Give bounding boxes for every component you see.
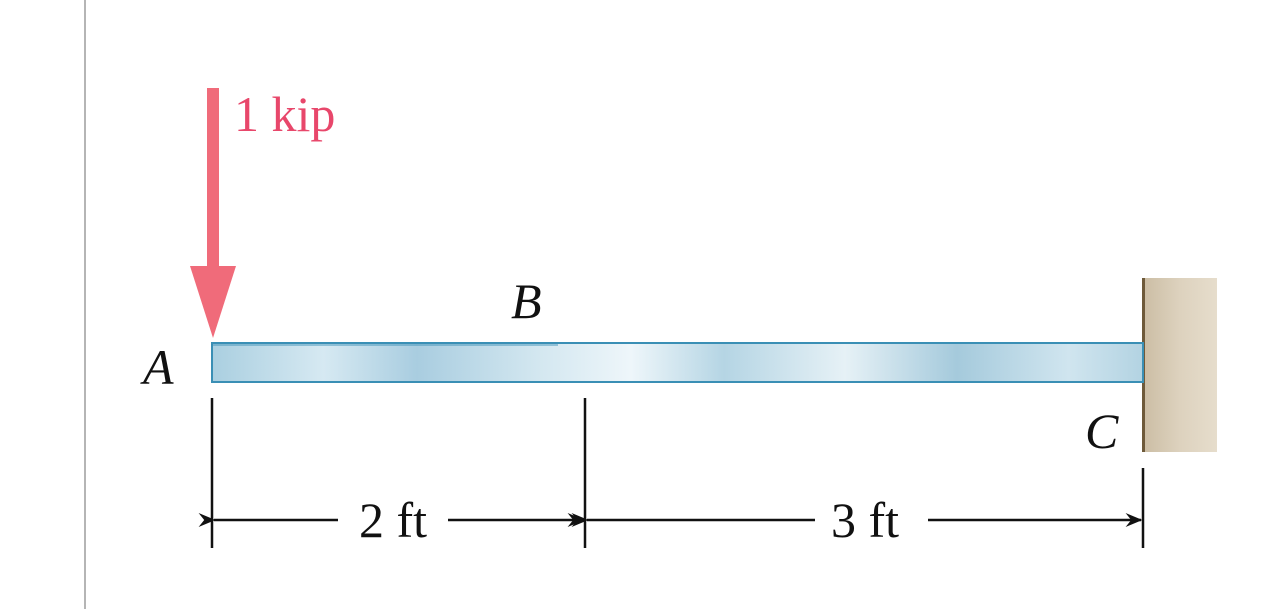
- point-label-b: B: [511, 273, 542, 329]
- dimension-ab-label: 2 ft: [359, 492, 427, 548]
- beam: [211, 342, 1144, 383]
- point-label-a: A: [140, 339, 174, 395]
- dimension-bc: 3 ft: [571, 492, 1143, 548]
- point-label-c: C: [1085, 403, 1119, 459]
- dimension-ab: 2 ft: [198, 492, 585, 548]
- load-label: 1 kip: [234, 86, 335, 142]
- fixed-support-wall: [1142, 278, 1217, 452]
- dimension-bc-label: 3 ft: [831, 492, 899, 548]
- load-arrow: [190, 88, 236, 338]
- dimension-extension-lines: [210, 398, 1145, 548]
